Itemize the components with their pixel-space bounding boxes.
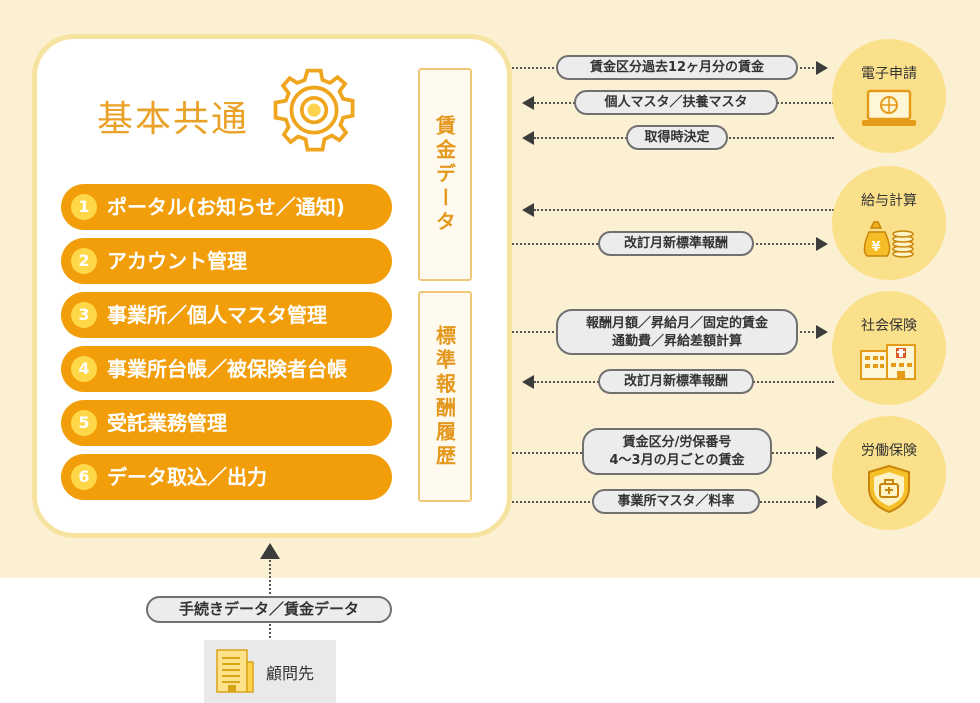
arrow-up-icon xyxy=(260,543,280,559)
number-badge: 5 xyxy=(71,410,97,436)
flow-label-acquisition: 取得時決定 xyxy=(626,125,728,150)
wage-data-label: 賃金データ xyxy=(432,114,457,235)
arrow-left-icon xyxy=(522,375,534,389)
arrow-right-icon xyxy=(816,61,828,75)
svg-text:¥: ¥ xyxy=(871,240,880,255)
standard-remuneration-box: 標準報酬履歴 xyxy=(418,291,472,502)
number-badge: 1 xyxy=(71,194,97,220)
arrow-right-icon xyxy=(816,495,828,509)
flow-label-line: 報酬月額／昇給月／固定的賃金 xyxy=(585,316,768,331)
building-icon xyxy=(216,649,254,693)
function-label: 事業所台帳／被保険者台帳 xyxy=(107,357,347,381)
arrow-right-icon xyxy=(816,237,828,251)
money-bag-icon: ¥ xyxy=(863,221,914,258)
function-ledger[interactable]: 4 事業所台帳／被保険者台帳 xyxy=(61,346,392,392)
arrow-right-icon xyxy=(816,325,828,339)
flow-label-labor-wage: 賃金区分/労保番号 4～3月の月ごとの賃金 xyxy=(582,428,772,475)
system-e-application[interactable]: 電子申請 xyxy=(832,39,946,153)
flow-label-line: 4～3月の月ごとの賃金 xyxy=(609,453,745,468)
arrow-left-icon xyxy=(522,131,534,145)
function-import-export[interactable]: 6 データ取込／出力 xyxy=(61,454,392,500)
number-badge: 2 xyxy=(71,248,97,274)
function-portal[interactable]: 1 ポータル(お知らせ／通知) xyxy=(61,184,392,230)
arrow-left-icon xyxy=(522,203,534,217)
laptop-icon xyxy=(862,89,916,126)
hospital-icon xyxy=(860,344,916,380)
flow-label-line: 通勤費／昇給差額計算 xyxy=(611,334,742,349)
client-name: 顧問先 xyxy=(266,664,315,683)
system-social-insurance[interactable]: 社会保険 xyxy=(832,291,946,405)
system-title: 労働保険 xyxy=(861,443,917,459)
number-badge: 6 xyxy=(71,464,97,490)
client-box[interactable]: 顧問先 xyxy=(204,640,336,703)
flow-label-office-master: 事業所マスタ／料率 xyxy=(592,489,760,514)
arrow-right-icon xyxy=(816,446,828,460)
function-label: 事業所／個人マスタ管理 xyxy=(107,303,327,327)
system-payroll[interactable]: 給与計算 ¥ xyxy=(832,166,946,280)
flow-label-personal-master: 個人マスタ／扶養マスタ xyxy=(574,90,778,115)
wage-data-box: 賃金データ xyxy=(418,68,472,281)
arrow-left-icon xyxy=(522,96,534,110)
function-label: アカウント管理 xyxy=(107,249,247,273)
number-badge: 3 xyxy=(71,302,97,328)
function-label: ポータル(お知らせ／通知) xyxy=(107,195,345,219)
flow-label-wage-history: 賃金区分過去12ヶ月分の賃金 xyxy=(556,55,798,80)
gear-icon xyxy=(273,68,355,152)
flow-label-upload: 手続きデータ／賃金データ xyxy=(146,596,392,623)
flow-label-revision-from-social: 改訂月新標準報酬 xyxy=(598,369,754,394)
flow-label-revision-to-payroll: 改訂月新標準報酬 xyxy=(598,231,754,256)
number-badge: 4 xyxy=(71,356,97,382)
system-title: 社会保険 xyxy=(861,318,917,334)
function-label: データ取込／出力 xyxy=(107,465,267,489)
system-labor-insurance[interactable]: 労働保険 xyxy=(832,416,946,530)
main-title: 基本共通 xyxy=(97,99,250,140)
flow-label-line: 賃金区分/労保番号 xyxy=(622,435,732,450)
function-account[interactable]: 2 アカウント管理 xyxy=(61,238,392,284)
flow-label-remuneration: 報酬月額／昇給月／固定的賃金 通勤費／昇給差額計算 xyxy=(556,309,798,355)
system-title: 給与計算 xyxy=(861,193,917,209)
system-title: 電子申請 xyxy=(861,66,917,82)
shield-icon xyxy=(868,464,910,514)
standard-remuneration-label: 標準報酬履歴 xyxy=(432,324,457,469)
function-contract[interactable]: 5 受託業務管理 xyxy=(61,400,392,446)
function-master[interactable]: 3 事業所／個人マスタ管理 xyxy=(61,292,392,338)
flow-line xyxy=(534,209,834,211)
function-label: 受託業務管理 xyxy=(107,411,227,435)
